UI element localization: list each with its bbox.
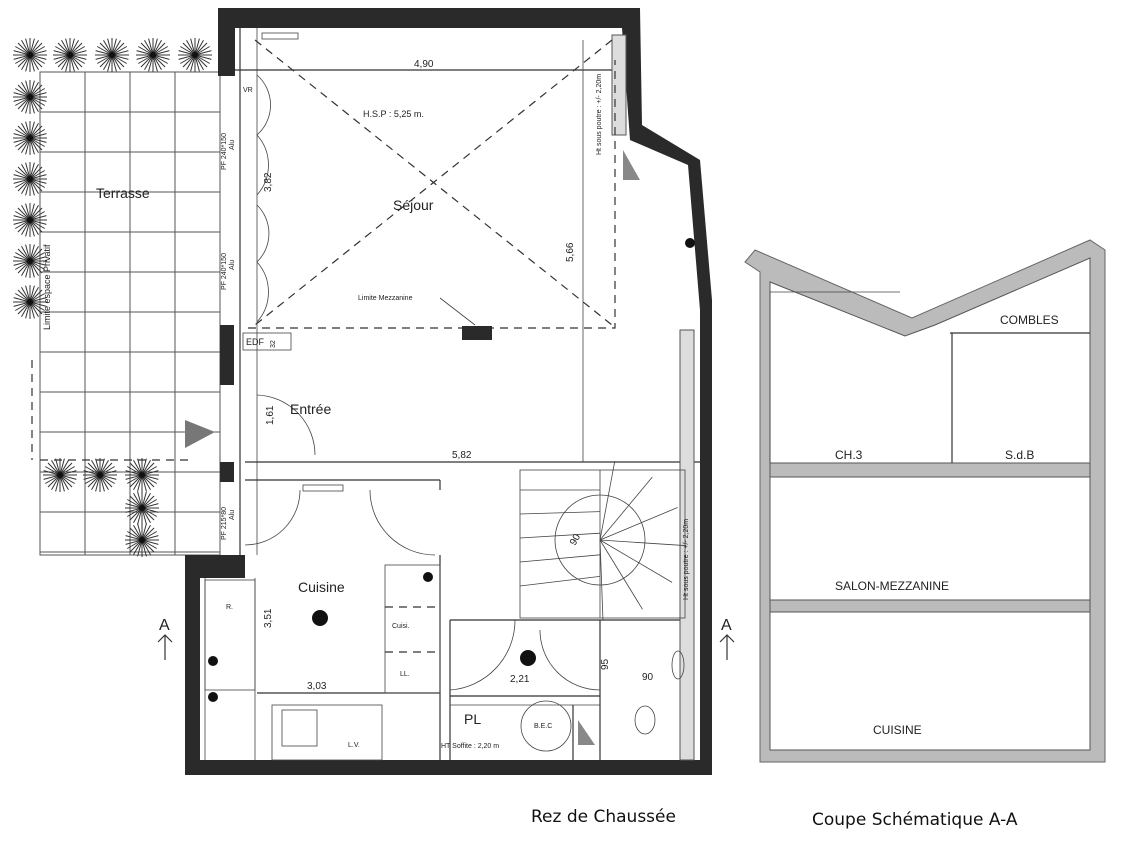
fridge-label: R. [226,604,233,611]
dishwasher-label: L.V. [348,742,360,749]
entrance-arrow-icon [185,420,215,448]
dim-wc-90: 90 [642,672,654,683]
room-label-cuisine: Cuisine [298,579,345,595]
plan-labels: Terrasse Séjour Entrée Cuisine PL 4,90 5… [42,59,732,750]
shrub-icon [13,38,47,72]
shrub-icon [13,162,47,196]
window-2-label: PF 240*150 [221,253,228,290]
radiator-icon [261,32,299,40]
section-label-sdb: S.d.B [1005,448,1034,462]
shrub-icon [95,38,129,72]
radiator-icon [302,484,344,492]
section-label-ch3: CH.3 [835,448,863,462]
section-drawing: COMBLES CH.3 S.d.B SALON-MEZZANINE CUISI… [744,239,1106,763]
window-1-label: PF 240*150 [221,133,228,170]
dim-cuisine-depth: 3,51 [263,608,274,628]
shrub-icon [136,38,170,72]
section-label-salon: SALON-MEZZANINE [835,579,949,593]
door-swings [244,74,601,691]
dim-hall-width: 5,82 [452,450,472,461]
section-markers [157,634,735,660]
ceiling-light-icon [520,650,536,666]
ceiling-light-icon [312,610,328,626]
shutter-label: VR [243,87,253,94]
shrubs [13,38,212,557]
window-1-material: Alu [229,140,236,150]
shrub-icon [125,491,159,525]
washing-machine-label: LL. [400,671,410,678]
dim-stair: 90 [568,532,583,548]
window-2-material: Alu [229,260,236,270]
toilet-icon [634,705,656,735]
shrub-icon [13,121,47,155]
room-label-pl: PL [464,711,481,727]
section-label-cuisine: CUISINE [873,723,922,737]
shrub-icon [13,285,47,319]
edf-number: 32 [270,340,277,348]
shrub-icon [125,458,159,492]
dim-entree-span: 1,61 [265,405,276,425]
plan-title: Rez de Chaussée [531,807,676,827]
edf-meter-box [242,332,292,351]
room-label-sejour: Séjour [393,197,434,213]
shrub-icon [125,523,159,557]
shrub-icon [53,38,87,72]
shrub-icon [13,244,47,278]
interior-walls [204,28,700,761]
shrub-icon [13,203,47,237]
room-label-terrasse: Terrasse [96,185,150,201]
kitchen-unit-label: Cuisi. [392,623,410,630]
section-marker-right: A [721,617,732,634]
dim-hall-small: 2,21 [510,674,530,685]
fixtures [208,32,695,752]
water-heater-icon [520,700,572,752]
staircase [519,461,686,620]
dim-cuisine-width: 3,03 [307,681,327,692]
soffit-height: HT Soffite : 2,20 m [441,743,499,750]
shrub-icon [13,80,47,114]
mezzanine-limit-label: Limite Mezzanine [358,295,413,302]
beam-height-stair: Ht sous poutre : +/- 2,20m [683,519,690,600]
section-title: Coupe Schématique A-A [812,810,1018,830]
room-label-entree: Entrée [290,401,331,417]
window-3-material: Alu [229,510,236,520]
dim-sejour-width: 4,90 [414,59,434,70]
private-limit-label: Limite espace Privatif [42,244,52,330]
dim-window-span: 3,82 [263,172,274,192]
dim-sejour-depth: 5,66 [565,242,576,262]
exterior-walls [185,8,712,775]
beam-height-top: Ht sous poutre : +/- 2,20m [596,74,603,155]
shrub-icon [83,458,117,492]
water-heater-label: B.E.C [534,723,552,730]
edf-label: EDF [246,337,265,347]
ceiling-height: H.S.P : 5,25 m. [363,109,424,119]
mezzanine-outline [248,39,616,340]
section-label-combles: COMBLES [1000,313,1059,327]
washbasin-icon [671,650,685,680]
shrub-icon [178,38,212,72]
window-3-label: PF 215*80 [221,507,228,540]
shrub-icon [43,458,77,492]
section-marker-left: A [159,617,170,634]
dim-door-95: 95 [600,658,611,670]
